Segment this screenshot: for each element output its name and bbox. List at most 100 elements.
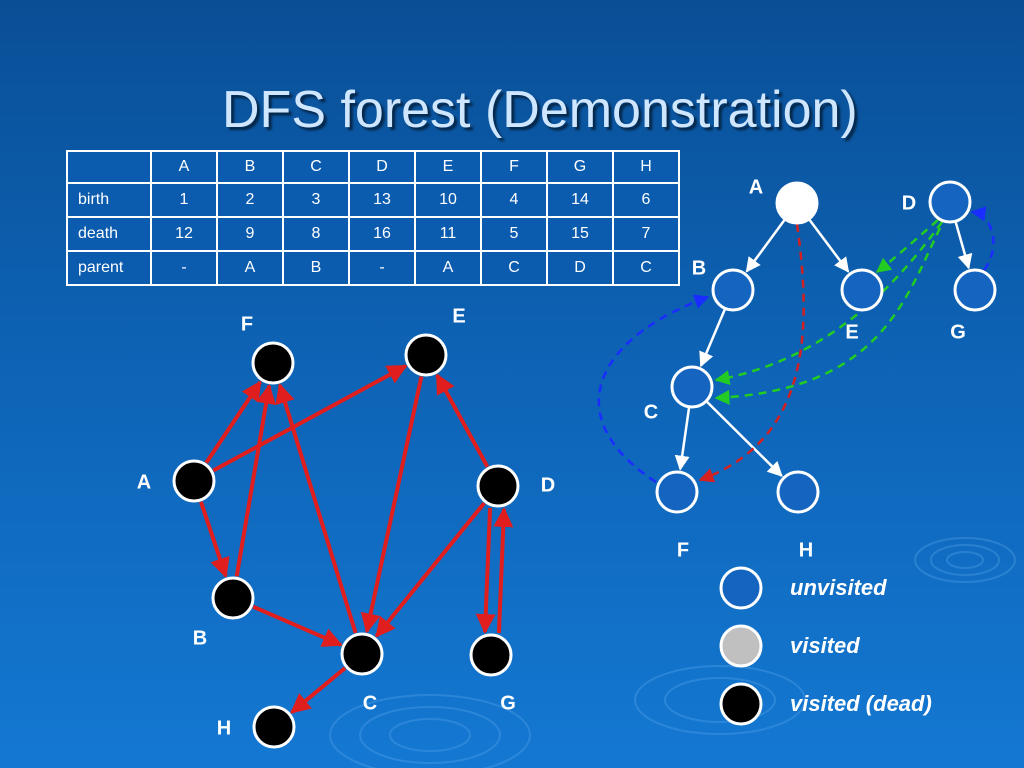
forest-edges — [597, 206, 995, 484]
graph-node-e — [404, 333, 448, 377]
graph-node-label: G — [500, 692, 516, 714]
tree-edge-a-e — [808, 219, 850, 273]
table-header-c: C — [282, 150, 350, 184]
legend-label-dead: visited (dead) — [790, 691, 932, 716]
table-row-parent: parent - A B - A C D C — [66, 250, 680, 286]
table-cell: 12 — [150, 216, 218, 252]
graph-node-label: B — [193, 627, 207, 649]
graph-node-g — [469, 633, 513, 677]
graph-node-label: A — [137, 471, 151, 493]
table-cell: A — [216, 250, 284, 286]
table-cell: 9 — [216, 216, 284, 252]
forest-node-label: D — [902, 192, 916, 214]
graph-node-label: C — [363, 692, 377, 714]
tree-edge-b-c — [699, 308, 726, 368]
table-cell: 6 — [612, 182, 680, 218]
tree-edge-c-f — [674, 407, 691, 471]
row-label-parent: parent — [66, 250, 152, 286]
forest-node-d — [928, 180, 972, 224]
ripple-decoration — [329, 537, 1016, 768]
forest-node-label: F — [677, 539, 689, 561]
table-cell: 7 — [612, 216, 680, 252]
tree-edge-d-g — [954, 221, 973, 270]
legend-label-unvisited: unvisited — [790, 575, 887, 600]
graph-node-f — [251, 341, 295, 385]
forest-node-label: E — [845, 321, 858, 343]
table-cell: 15 — [546, 216, 614, 252]
table-cell: 10 — [414, 182, 482, 218]
tree-edge-c-h — [706, 400, 783, 477]
forest-node-label: H — [799, 539, 813, 561]
graph-node-b — [211, 576, 255, 620]
forest-node-label: G — [950, 321, 966, 343]
table-cell: - — [150, 250, 218, 286]
forest-node-h — [776, 470, 820, 514]
graph-node-d — [476, 464, 520, 508]
table-row-death: death 12 9 8 16 11 5 15 7 — [66, 216, 680, 252]
tree-edge-a-b — [745, 219, 786, 273]
table-cell: 1 — [150, 182, 218, 218]
graph-node-a — [172, 459, 216, 503]
row-label-death: death — [66, 216, 152, 252]
forest-node-c — [670, 365, 714, 409]
table-cell: 2 — [216, 182, 284, 218]
legend-swatch-dead — [719, 682, 763, 726]
cross-edge-d-c — [714, 221, 944, 386]
cross-edge-e-c — [714, 227, 942, 405]
back-edge-g-d — [970, 206, 995, 271]
table-cell: 8 — [282, 216, 350, 252]
graph-node-label: E — [452, 305, 465, 327]
forest-node-g — [953, 268, 997, 312]
graph-edge-d-e — [435, 373, 490, 468]
table-cell: B — [282, 250, 350, 286]
forest-node-a — [775, 181, 819, 225]
table-row-birth: birth 1 2 3 13 10 4 14 6 — [66, 182, 680, 218]
table-corner-cell — [66, 150, 152, 184]
graph-edge-a-b — [199, 501, 230, 579]
graph-node-label: F — [241, 313, 253, 335]
graph-edge-c-f — [275, 383, 358, 634]
table-cell: 16 — [348, 216, 416, 252]
row-label-birth: birth — [66, 182, 152, 218]
graph-edge-d-c — [374, 501, 486, 638]
table-header-f: F — [480, 150, 548, 184]
graph-edge-a-f — [204, 380, 262, 464]
table-header-d: D — [348, 150, 416, 184]
legend-swatch-unvisited — [719, 566, 763, 610]
page-title: DFS forest (Demonstration) — [222, 81, 858, 139]
table-cell: 4 — [480, 182, 548, 218]
table-cell: 14 — [546, 182, 614, 218]
table-header-h: H — [612, 150, 680, 184]
graph-edge-a-e — [212, 364, 408, 473]
table-cell: D — [546, 250, 614, 286]
table-cell: C — [480, 250, 548, 286]
graph-node-c — [340, 632, 384, 676]
legend: unvisited visited visited (dead) — [719, 566, 932, 726]
table-cell: 3 — [282, 182, 350, 218]
graph-edge-e-c — [360, 376, 424, 634]
graph-edge-c-h — [290, 666, 347, 714]
legend-swatch-visited — [719, 624, 763, 668]
graph-edges — [199, 364, 514, 714]
table-cell: C — [612, 250, 680, 286]
back-edge-f-b — [597, 294, 710, 484]
table-cell: A — [414, 250, 482, 286]
graph-node-h — [252, 705, 296, 749]
graph-edge-b-c — [252, 604, 343, 647]
table-header-e: E — [414, 150, 482, 184]
forest-node-label: C — [644, 401, 658, 423]
forest-node-label: A — [749, 176, 763, 198]
table-header-a: A — [150, 150, 218, 184]
legend-label-visited: visited — [790, 633, 860, 658]
graph-node-label: H — [217, 717, 231, 739]
graph-edge-g-d — [493, 506, 514, 634]
table-cell: 11 — [414, 216, 482, 252]
forest-node-b — [711, 268, 755, 312]
table-cell: 5 — [480, 216, 548, 252]
forest-node-f — [655, 470, 699, 514]
graph-node-label: D — [541, 474, 555, 496]
cross-edge-d-e — [875, 219, 939, 273]
graph-nodes: A B C D E F G H — [137, 305, 555, 749]
table-header-row: A B C D E F G H — [66, 150, 680, 184]
